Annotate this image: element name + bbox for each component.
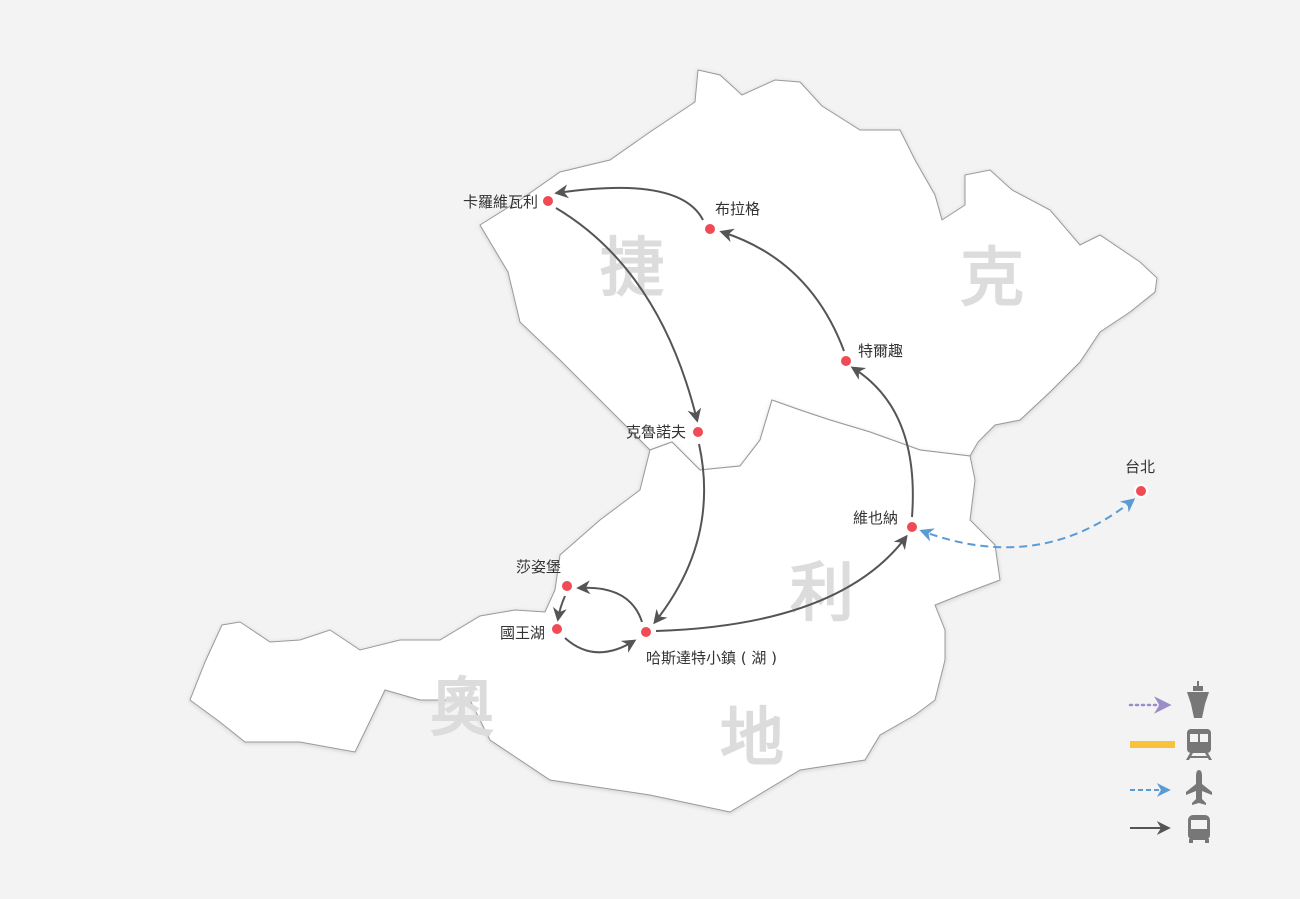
legend-plane bbox=[1130, 770, 1212, 805]
region-label-austria-3: 利 bbox=[790, 557, 854, 631]
city-telc[interactable]: 特爾趣 bbox=[839, 342, 903, 368]
legend-train bbox=[1130, 729, 1212, 760]
city-label: 莎姿堡 bbox=[516, 558, 561, 576]
legend-ship bbox=[1128, 681, 1209, 718]
city-salzburg[interactable]: 莎姿堡 bbox=[516, 558, 574, 593]
route-hallstatt-salzburg bbox=[576, 580, 643, 623]
city-krumlov[interactable]: 克魯諾夫 bbox=[626, 423, 705, 441]
czech-outline bbox=[479, 69, 1158, 471]
route-salzburg-konigssee bbox=[552, 595, 567, 622]
city-label: 維也納 bbox=[853, 509, 898, 527]
city-label: 克魯諾夫 bbox=[626, 423, 686, 441]
city-karlovy-vary[interactable]: 卡羅維瓦利 bbox=[463, 193, 555, 211]
city-label: 台北 bbox=[1125, 458, 1155, 476]
city-taipei[interactable]: 台北 bbox=[1125, 458, 1155, 498]
route-prague-karlovy-vary bbox=[554, 184, 704, 221]
route-karlovy-vary-krumlov bbox=[555, 207, 702, 423]
city-label: 哈斯達特小鎮 ( 湖 ) bbox=[646, 649, 777, 667]
train-icon bbox=[1186, 729, 1212, 760]
city-hallstatt[interactable]: 哈斯達特小鎮 ( 湖 ) bbox=[639, 625, 777, 667]
plane-icon bbox=[1186, 770, 1212, 805]
route-konigssee-hallstatt bbox=[564, 637, 637, 654]
ship-icon bbox=[1187, 681, 1209, 718]
city-label: 國王湖 bbox=[500, 624, 545, 642]
region-label-czech-2: 克 bbox=[960, 242, 1024, 316]
city-konigssee[interactable]: 國王湖 bbox=[500, 622, 564, 642]
route-vienna-telc bbox=[850, 366, 914, 518]
legend bbox=[1128, 681, 1212, 843]
city-label: 卡羅維瓦利 bbox=[463, 193, 538, 211]
city-label: 特爾趣 bbox=[858, 342, 903, 360]
region-label-austria-1: 奧 bbox=[430, 672, 494, 746]
bus-icon bbox=[1188, 815, 1210, 843]
city-prague[interactable]: 布拉格 bbox=[703, 200, 760, 236]
city-label: 布拉格 bbox=[715, 200, 760, 218]
route-taipei-vienna bbox=[919, 498, 1136, 549]
austria-outline bbox=[189, 399, 1001, 813]
legend-bus bbox=[1130, 815, 1210, 843]
city-vienna[interactable]: 維也納 bbox=[853, 509, 919, 534]
route-hallstatt-vienna bbox=[655, 534, 908, 632]
region-label-austria-2: 地 bbox=[720, 702, 784, 776]
route-krumlov-hallstatt bbox=[653, 443, 706, 625]
region-label-czech-1: 捷 bbox=[600, 232, 664, 306]
route-telc-prague bbox=[719, 228, 845, 352]
